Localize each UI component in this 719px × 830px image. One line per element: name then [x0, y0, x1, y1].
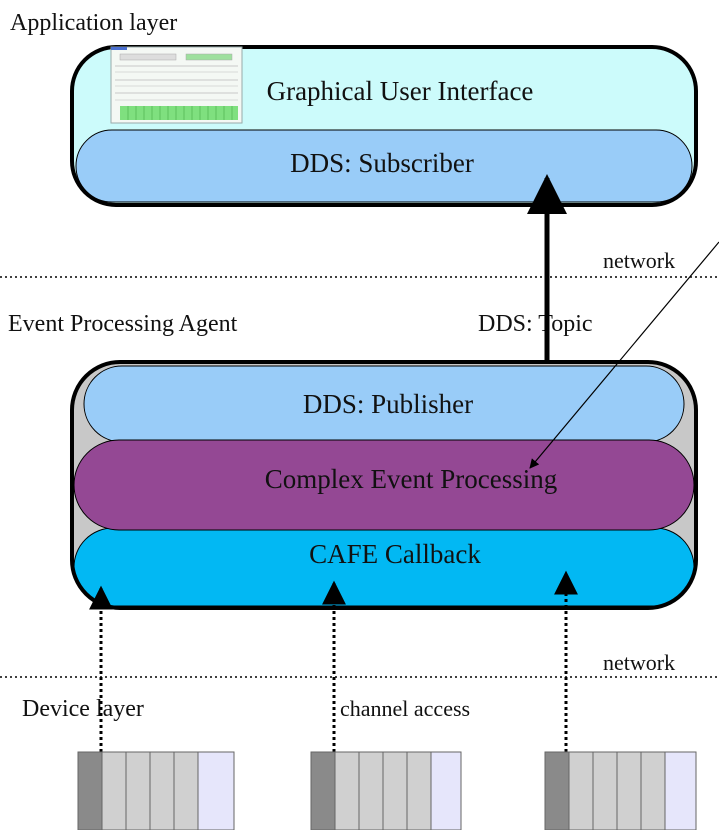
application-layer-label: Application layer — [10, 10, 177, 36]
cep-label: Complex Event Processing — [265, 464, 557, 494]
network-label-top: network — [603, 248, 675, 273]
vme-crate-icon — [310, 751, 462, 830]
agent-outline — [70, 360, 698, 610]
network-label-bottom: network — [603, 650, 675, 675]
network-pointer-arrow — [529, 241, 719, 469]
application-block: Graphical User Interface DDS: Subscriber — [70, 45, 698, 207]
channel-access-label: channel access — [340, 696, 470, 721]
gui-label: Graphical User Interface — [267, 76, 534, 106]
publisher-label: DDS: Publisher — [303, 389, 473, 419]
agent-block: DDS: Publisher Complex Event Processing … — [70, 360, 698, 610]
event-processing-agent-label: Event Processing Agent — [8, 311, 238, 337]
vme-crate-icon — [77, 751, 235, 830]
dds-topic-label: DDS: Topic — [478, 311, 593, 337]
cafe-label: CAFE Callback — [309, 539, 481, 569]
vme-crate-icon — [544, 751, 697, 830]
subscriber-label: DDS: Subscriber — [290, 148, 474, 178]
device-layer-label: Device layer — [22, 696, 144, 722]
gui-screenshot-thumbnail-icon — [110, 46, 243, 124]
